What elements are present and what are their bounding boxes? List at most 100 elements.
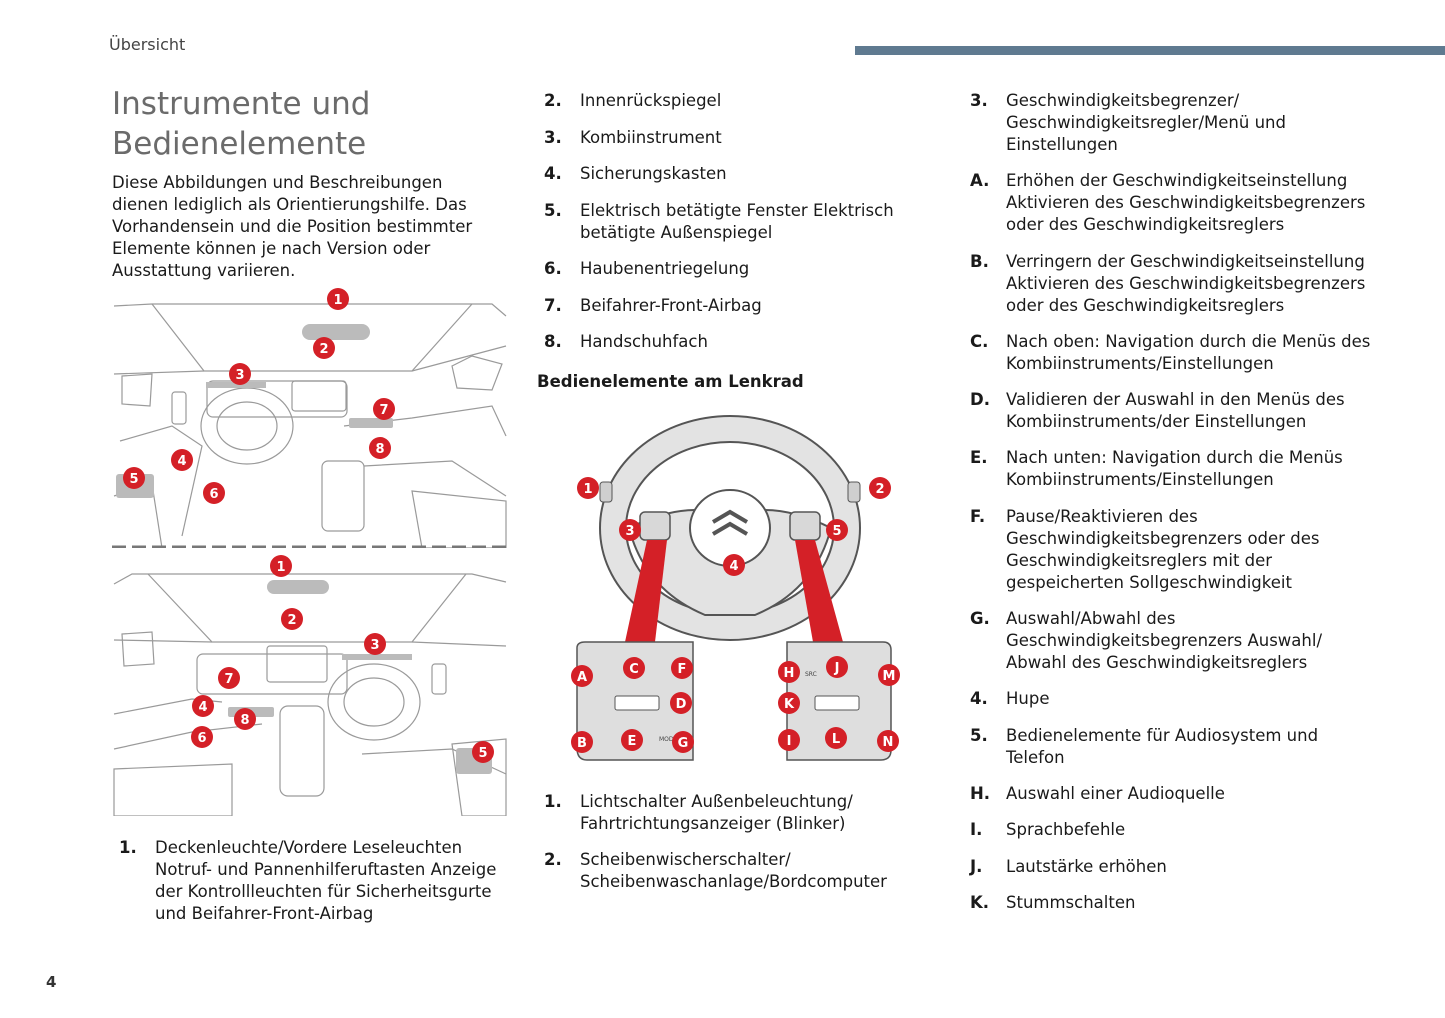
- svg-text:C: C: [629, 662, 639, 677]
- marker-h: H: [778, 661, 800, 683]
- svg-text:3: 3: [235, 368, 244, 383]
- list-item: 1.Lichtschalter Außenbeleuchtung/ Fahrtr…: [544, 792, 853, 833]
- svg-text:2: 2: [319, 342, 328, 357]
- right-pad-markers: H I J K L M N: [778, 656, 900, 752]
- brand-logo-icon: [711, 509, 749, 536]
- list-item: I.Sprachbefehle: [970, 820, 1126, 840]
- svg-text:J: J: [834, 661, 840, 676]
- list-item: 4.Hupe: [970, 689, 1050, 709]
- marker-2: 2: [313, 337, 335, 359]
- svg-text:K: K: [784, 697, 795, 712]
- svg-text:MODE: MODE: [659, 736, 678, 743]
- list-item: 7.Beifahrer-Front-Airbag: [544, 295, 762, 315]
- svg-text:7: 7: [379, 403, 388, 418]
- svg-text:E: E: [628, 734, 637, 749]
- list-item: J.Lautstärke erhöhen: [970, 856, 1167, 876]
- intro-paragraph: Diese Abbildungen und Beschreibungen die…: [112, 173, 473, 280]
- marker-5: 5: [826, 519, 848, 541]
- svg-text:5: 5: [478, 746, 487, 761]
- svg-text:D: D: [676, 697, 687, 712]
- svg-text:1: 1: [583, 482, 592, 497]
- dashboard-illustration-lhd: 1 2 3 4 5 6 7 8: [112, 286, 508, 549]
- marker-j: J: [826, 656, 848, 678]
- svg-text:2: 2: [875, 482, 884, 497]
- marker-g: G: [672, 731, 694, 753]
- marker-l: L: [825, 727, 847, 749]
- svg-text:M: M: [883, 669, 896, 684]
- list-item: D.Validieren der Auswahl in den Menüs de…: [970, 390, 1345, 432]
- svg-text:4: 4: [198, 700, 207, 715]
- dashboard-lhd-markers: 1 2 3 4 5 6 7 8: [123, 288, 395, 504]
- marker-4: 4: [171, 449, 193, 471]
- marker-1: 1: [270, 555, 292, 577]
- steering-controls-heading: Bedienelemente am Lenkrad: [537, 372, 804, 391]
- marker-5: 5: [472, 741, 494, 763]
- svg-text:F: F: [678, 662, 687, 677]
- marker-1: 1: [327, 288, 349, 310]
- svg-text:8: 8: [240, 713, 249, 728]
- svg-text:3: 3: [625, 524, 634, 539]
- marker-5: 5: [123, 467, 145, 489]
- marker-8: 8: [234, 708, 256, 730]
- marker-1: 1: [577, 477, 599, 499]
- left-pad-markers: A B C D E F G: [571, 657, 694, 753]
- list-item: B.Verringern der Geschwindigkeitseinstel…: [970, 251, 1366, 315]
- dashboard-rhd-markers: 1 2 3 4 5 6 7 8: [191, 555, 494, 763]
- svg-text:G: G: [678, 736, 689, 751]
- marker-m: M: [878, 664, 900, 686]
- svg-text:A: A: [577, 670, 587, 685]
- marker-c: C: [623, 657, 645, 679]
- list-item: 4.Sicherungskasten: [544, 164, 727, 183]
- list-item: H.Auswahl einer Audioquelle: [970, 783, 1225, 803]
- svg-text:2: 2: [287, 613, 296, 628]
- svg-text:1: 1: [333, 293, 342, 308]
- marker-d: D: [670, 692, 692, 714]
- marker-4: 4: [192, 695, 214, 717]
- dashboard-illustration-rhd: 1 2 3 4 5 6 7 8: [112, 554, 508, 817]
- marker-4: 4: [723, 554, 745, 576]
- svg-text:I: I: [787, 734, 792, 749]
- marker-3: 3: [229, 363, 251, 385]
- list-item: 8.Handschuhfach: [544, 332, 708, 351]
- marker-3: 3: [619, 519, 641, 541]
- svg-text:N: N: [883, 735, 894, 750]
- marker-b: B: [571, 731, 593, 753]
- right-control-pad: SRC: [786, 641, 892, 761]
- marker-k: K: [778, 692, 800, 714]
- svg-text:8: 8: [375, 442, 384, 457]
- column-mid-list-top: 2.Innenrückspiegel 3.Kombiinstrument 4.S…: [544, 90, 919, 368]
- list-item: 6.Haubenentriegelung: [544, 259, 750, 278]
- list-item: 3.Kombiinstrument: [544, 127, 722, 147]
- list-item: C.Nach oben: Navigation durch die Menüs …: [970, 331, 1371, 373]
- marker-6: 6: [203, 482, 225, 504]
- list-item: G.Auswahl/Abwahl des Geschwindigkeitsbeg…: [970, 609, 1323, 673]
- page-number: 4: [46, 973, 57, 991]
- section-label: Übersicht: [109, 35, 186, 54]
- left-control-pad: MODE: [576, 641, 694, 761]
- list-item: 5.Elektrisch betätigte Fenster Elektrisc…: [544, 200, 894, 242]
- marker-n: N: [877, 730, 899, 752]
- list-item: 2.Scheibenwischerschalter/ Scheibenwasch…: [544, 850, 887, 891]
- svg-text:L: L: [832, 732, 840, 747]
- list-item: E.Nach unten: Navigation durch die Menüs…: [970, 448, 1343, 490]
- marker-f: F: [671, 657, 693, 679]
- svg-text:SRC: SRC: [805, 671, 817, 678]
- svg-text:7: 7: [224, 672, 233, 687]
- marker-6: 6: [191, 726, 213, 748]
- svg-text:4: 4: [177, 454, 186, 469]
- steering-markers: 1 2 3 4 5: [577, 477, 891, 576]
- steering-wheel-illustration: MODE SRC 1 2 3 4 5 A B C D E F G H I J K: [555, 410, 905, 770]
- marker-e: E: [621, 729, 643, 751]
- list-item: A.Erhöhen der Geschwindigkeitseinstellun…: [970, 171, 1366, 235]
- list-item: 1.Deckenleuchte/Vordere Leseleuchten Not…: [119, 838, 497, 923]
- svg-text:6: 6: [197, 731, 206, 746]
- marker-8: 8: [369, 437, 391, 459]
- list-item: 2.Innenrückspiegel: [544, 91, 722, 110]
- svg-text:5: 5: [832, 524, 841, 539]
- header-accent-bar: [855, 46, 1445, 55]
- svg-text:6: 6: [209, 487, 218, 502]
- svg-text:4: 4: [729, 559, 738, 574]
- marker-i: I: [778, 729, 800, 751]
- svg-text:B: B: [577, 736, 587, 751]
- column-right-list: 3.Geschwindigkeitsbegrenzer/ Geschwindig…: [970, 90, 1380, 928]
